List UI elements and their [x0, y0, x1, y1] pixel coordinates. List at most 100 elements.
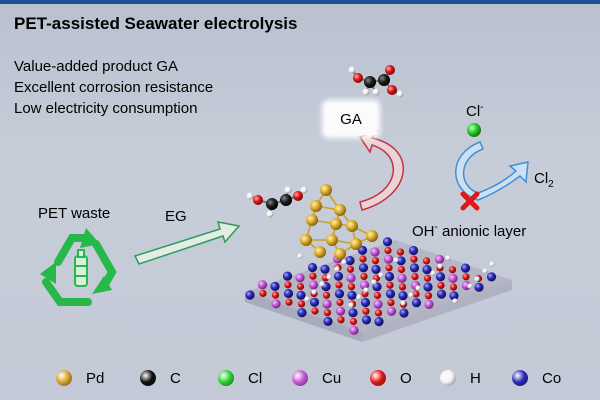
surface-hydroxyl-atom [378, 272, 384, 278]
lattice-atom [396, 256, 406, 266]
lattice-atom [323, 316, 333, 326]
lattice-atom [285, 298, 293, 306]
ga-conversion-arrow [358, 129, 404, 211]
legend-swatch [370, 370, 386, 386]
surface-hydroxyl-atom [467, 283, 473, 289]
legend-item-h: H [440, 364, 481, 392]
surface-hydroxyl-atom [445, 255, 451, 261]
lattice-atom [334, 289, 345, 299]
surface-hydroxyl-atom [474, 276, 480, 282]
lattice-atom [346, 265, 355, 273]
chlorine-gas-symbol: Cl [534, 170, 549, 187]
lattice-atom [297, 300, 306, 308]
lattice-atom [345, 256, 355, 266]
legend-swatch [140, 370, 156, 386]
oh-symbol: OH [412, 223, 435, 240]
surface-hydroxyl-atom [348, 302, 354, 308]
eg-arrow [133, 221, 241, 265]
lattice-atom [474, 282, 484, 292]
lattice-atom [448, 273, 458, 283]
eg-label: EG [165, 208, 187, 225]
lattice-atom [449, 291, 459, 301]
lattice-atom [411, 273, 419, 281]
ethylene-glycol-molecule [246, 186, 308, 218]
lattice-atom [436, 289, 447, 299]
lattice-atom [460, 263, 471, 273]
legend-label: C [170, 369, 181, 387]
lattice-atom [295, 273, 305, 283]
lattice-atom [423, 274, 432, 282]
chloride-ion-symbol: Cl [466, 103, 481, 120]
surface-hydroxyl-atom [334, 266, 340, 272]
catalyst-slab [245, 237, 512, 342]
lattice-atom [435, 272, 446, 282]
lattice-atom [307, 262, 318, 273]
surface-hydroxyl-atom [297, 253, 303, 259]
lattice-atom [337, 316, 345, 324]
surface-hydroxyl-atom [363, 287, 369, 293]
lattice-atom [320, 264, 330, 274]
lattice-atom [371, 257, 380, 265]
chloride-ion-atom [467, 123, 481, 137]
lattice-atom [383, 254, 394, 264]
lattice-atom [271, 291, 280, 299]
blocked-x-icon [460, 191, 480, 211]
surface-hydroxyl-atom [341, 259, 347, 265]
legend-label: O [400, 369, 412, 387]
lattice-atom [360, 272, 368, 280]
recycle-icon [40, 228, 117, 306]
lattice-atom [408, 245, 419, 256]
lattice-atom [349, 325, 359, 335]
lattice-atom [271, 299, 281, 309]
chloride-ion-charge: - [480, 102, 484, 113]
lattice-atom [411, 298, 422, 308]
surface-hydroxyl-atom [356, 294, 362, 300]
lattice-atom [311, 307, 319, 315]
lattice-atom [296, 282, 305, 291]
lattice-atom [387, 299, 395, 307]
lattice-atom [409, 263, 420, 273]
lattice-atom [349, 317, 358, 326]
legend-label: H [470, 369, 481, 387]
surface-hydroxyl-atom [430, 270, 436, 276]
legend-swatch [292, 370, 308, 386]
lattice-atom [323, 309, 332, 317]
surface-hydroxyl-atom [452, 298, 458, 304]
lattice-atom [358, 263, 369, 273]
lattice-atom [424, 299, 434, 309]
lattice-atom [397, 265, 406, 274]
lattice-atom [386, 306, 397, 316]
lattice-atom [399, 308, 409, 318]
lattice-atom [309, 297, 320, 307]
legend-item-cu: Cu [292, 364, 341, 392]
lattice-atom [385, 289, 396, 299]
pd-cluster [300, 184, 378, 260]
surface-hydroxyl-atom [482, 268, 488, 274]
lattice-atom [382, 237, 393, 247]
lattice-atom [373, 299, 383, 309]
chloride-ion-label: Cl- [466, 102, 484, 120]
lattice-atom [259, 289, 267, 297]
surface-hydroxyl-atom [489, 261, 495, 267]
legend-label: Cu [322, 369, 342, 387]
lattice-atom [333, 271, 344, 281]
feature-item: Excellent corrosion resistance [14, 79, 214, 96]
surface-hydroxyl-atom [319, 281, 325, 287]
legend-item-pd: Pd [56, 364, 104, 392]
lattice-atom [346, 273, 356, 283]
surface-hydroxyl-atom [415, 285, 421, 291]
lattice-atom [448, 266, 457, 274]
legend-label: Pd [86, 369, 105, 387]
legend-swatch [56, 370, 72, 386]
lattice-atom [322, 299, 332, 309]
lattice-atom [348, 308, 358, 318]
lattice-atom [397, 273, 407, 283]
lattice-atom [486, 272, 497, 282]
lattice-atom [297, 308, 307, 318]
oh-charge: - [434, 222, 438, 233]
legend-item-co: Co [512, 364, 561, 392]
lattice-atom [412, 290, 420, 298]
lattice-atom [359, 255, 367, 263]
lattice-atom [373, 291, 382, 300]
